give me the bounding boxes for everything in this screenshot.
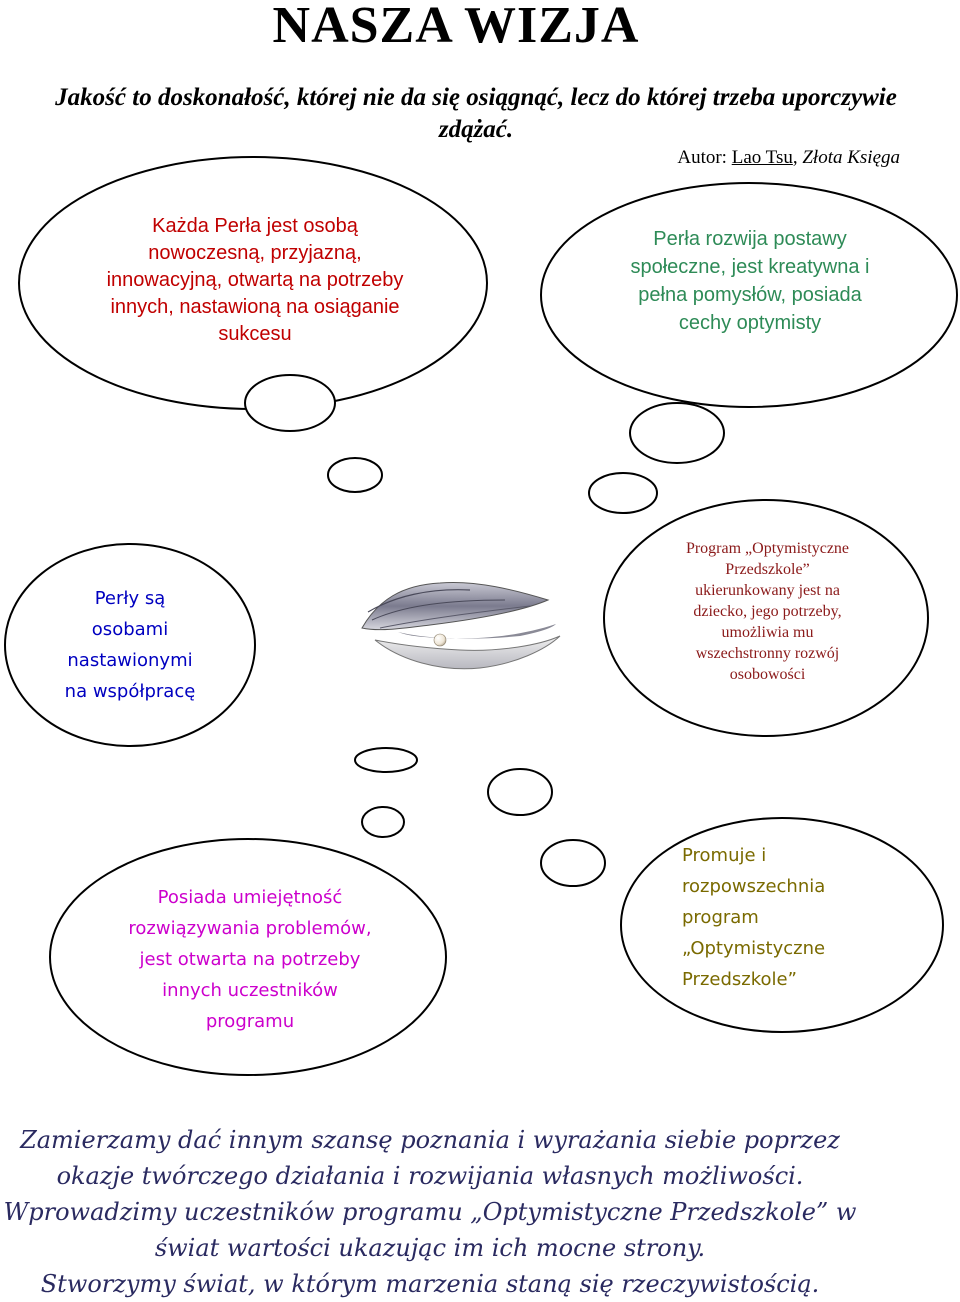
bubble-line: programu bbox=[205, 1011, 295, 1032]
bubble-line: na współpracę bbox=[64, 681, 196, 702]
bubble-text-middle-right: Program „Optymistyczne Przedszkole” ukie… bbox=[660, 538, 875, 685]
closing-line: Wprowadzimy uczestników programu „Optymi… bbox=[3, 1198, 857, 1226]
bubble-line: Przedszkole” bbox=[682, 969, 797, 990]
trail-bubble bbox=[354, 747, 418, 773]
bubble-line: pełna pomysłów, posiada bbox=[638, 284, 862, 306]
trail-bubble bbox=[588, 472, 658, 514]
bubble-line: Perły są bbox=[94, 588, 166, 609]
author-separator: , bbox=[792, 147, 803, 168]
closing-statement: Zamierzamy dać innym szansę poznania i w… bbox=[0, 1122, 860, 1302]
trail-bubble bbox=[629, 402, 725, 464]
quote-author: Autor: Lao Tsu, Złota Księga bbox=[540, 147, 900, 169]
bubble-line: nowoczesną, przyjazną, bbox=[148, 242, 362, 264]
bubble-line: wszechstronny rozwój bbox=[695, 645, 840, 662]
closing-line: Zamierzamy dać innym szansę poznania i w… bbox=[20, 1126, 840, 1154]
bubble-line: innowacyjną, otwartą na potrzeby bbox=[106, 269, 404, 291]
bubble-text-middle-left: Perły są osobami nastawionymi na współpr… bbox=[50, 583, 210, 707]
bubble-line: Każda Perła jest osobą bbox=[152, 215, 358, 237]
bubble-line: innych uczestników bbox=[162, 980, 338, 1001]
bubble-text-bottom-left: Posiada umiejętność rozwiązywania proble… bbox=[110, 882, 390, 1037]
bubble-text-top-left: Każda Perła jest osobą nowoczesną, przyj… bbox=[95, 213, 415, 348]
trail-bubble bbox=[327, 457, 383, 493]
bubble-line: osobami bbox=[91, 619, 169, 640]
bubble-text-bottom-right: Promuje i rozpowszechnia program „Optymi… bbox=[682, 840, 902, 995]
bubble-line: nastawionymi bbox=[67, 650, 193, 671]
bubble-line: „Optymistyczne bbox=[682, 938, 826, 959]
author-name-link[interactable]: Lao Tsu bbox=[731, 147, 793, 168]
bubble-line: dziecko, jego potrzeby, bbox=[693, 603, 842, 620]
bubble-line: sukcesu bbox=[218, 323, 292, 345]
bubble-line: rozpowszechnia bbox=[682, 876, 826, 897]
author-prefix: Autor: bbox=[677, 147, 732, 168]
bubble-line: innych, nastawioną na osiąganie bbox=[110, 296, 400, 318]
page-title: NASZA WIZJA bbox=[272, 0, 640, 54]
bubble-line: cechy optymisty bbox=[678, 312, 822, 334]
trail-bubble bbox=[540, 839, 606, 887]
bubble-middle-right bbox=[603, 499, 929, 737]
bubble-line: ukierunkowany jest na bbox=[695, 582, 840, 599]
bubble-text-top-right: Perła rozwija postawy społeczne, jest kr… bbox=[620, 225, 880, 337]
trail-bubble bbox=[361, 806, 405, 838]
bubble-line: program bbox=[682, 907, 759, 928]
bubble-line: Perła rozwija postawy bbox=[653, 228, 847, 250]
bubble-bottom-right bbox=[620, 817, 944, 1033]
closing-line: okazje twórczego działania i rozwijania … bbox=[56, 1162, 804, 1190]
closing-line: Stworzymy świat, w którym marzenia staną… bbox=[40, 1270, 820, 1298]
bubble-line: Promuje i bbox=[682, 845, 767, 866]
bubble-line: Posiada umiejętność bbox=[157, 887, 343, 908]
trail-bubble bbox=[487, 768, 553, 816]
bubble-bottom-left bbox=[49, 838, 447, 1076]
closing-line: świat wartości ukazując im ich mocne str… bbox=[154, 1234, 706, 1262]
bubble-line: społeczne, jest kreatywna i bbox=[630, 256, 870, 278]
pearl-oyster-image bbox=[361, 581, 561, 670]
bubble-line: jest otwarta na potrzeby bbox=[139, 949, 361, 970]
bubble-top-right bbox=[540, 182, 958, 408]
bubble-line: umożliwia mu bbox=[721, 624, 814, 641]
bubble-middle-left bbox=[4, 543, 256, 747]
bubble-line: rozwiązywania problemów, bbox=[128, 918, 372, 939]
trail-bubble bbox=[244, 374, 336, 432]
bubble-line: Przedszkole” bbox=[725, 561, 810, 578]
bubble-line: osobowości bbox=[729, 666, 806, 683]
motto-quote: Jakość to doskonałość, której nie da się… bbox=[55, 84, 897, 143]
bubble-line: Program „Optymistyczne bbox=[685, 540, 850, 557]
author-book: Złota Księga bbox=[802, 147, 900, 168]
